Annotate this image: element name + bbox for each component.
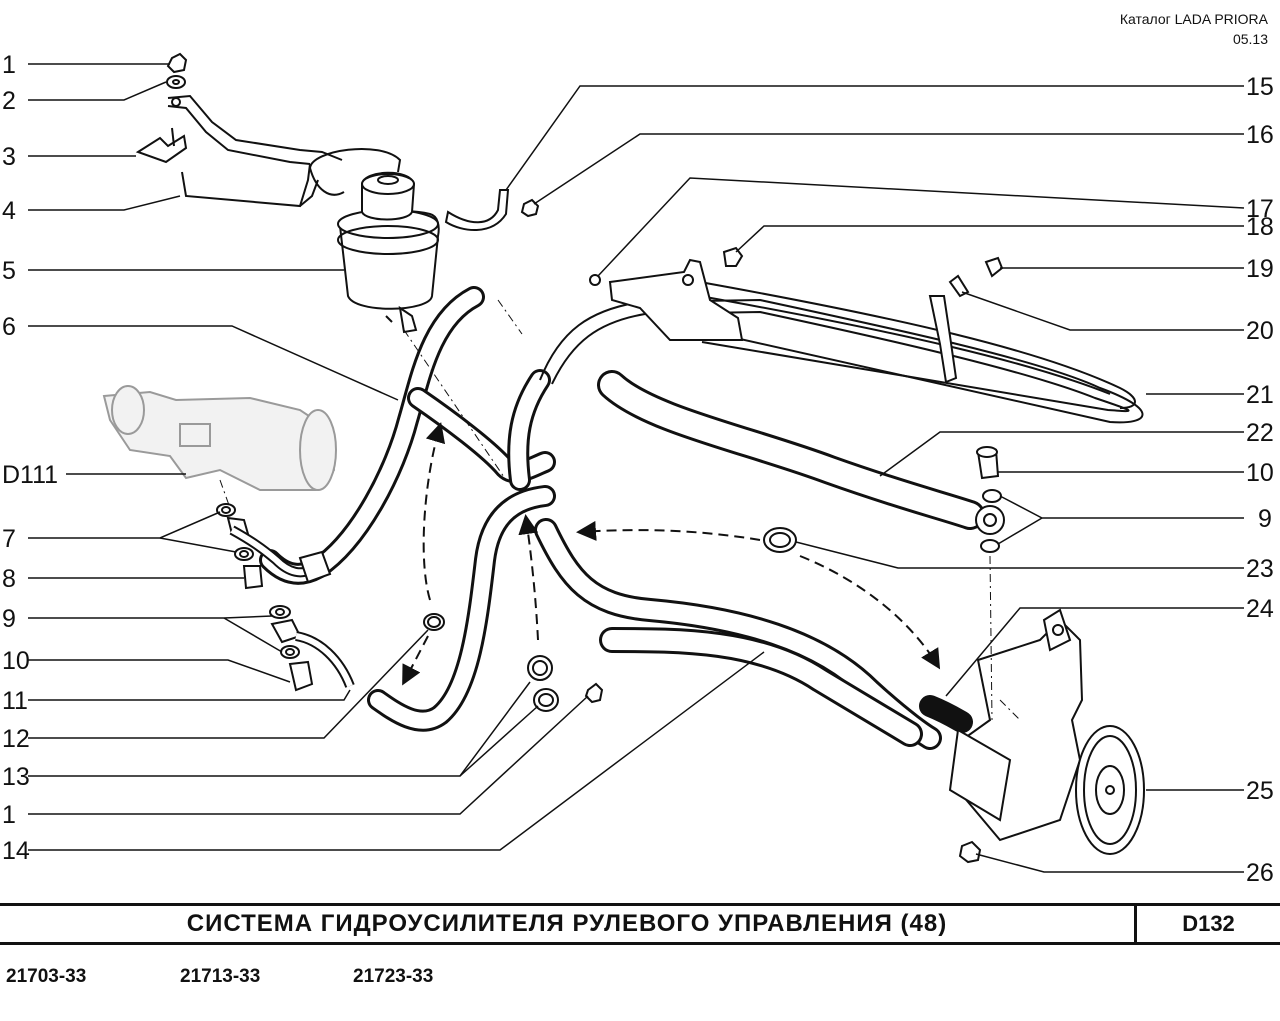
callout-11: 11	[2, 687, 28, 715]
model-code: 21723-33	[353, 966, 434, 987]
callout-6: 6	[2, 313, 16, 341]
small-parts-top-left	[135, 52, 188, 164]
page-title: СИСТЕМА ГИДРОУСИЛИТЕЛЯ РУЛЕВОГО УПРАВЛЕН…	[186, 910, 948, 937]
bracket-4	[167, 94, 402, 208]
callout-18: 18	[1246, 213, 1274, 241]
dashed-arrows	[402, 422, 941, 686]
clamps-middle	[423, 527, 797, 712]
callout-5: 5	[2, 257, 16, 285]
callout-9-right: 9	[1258, 505, 1272, 533]
steering-gear-d111	[102, 385, 337, 491]
callouts-left: 1 2 3 4 5 6 D111 7 8 9 10 11 12 13 1 14	[2, 51, 58, 865]
model-code: 21703-33	[6, 966, 87, 987]
callout-15: 15	[1246, 73, 1274, 101]
callout-8: 8	[2, 565, 16, 593]
callout-24: 24	[1246, 595, 1274, 623]
catalog-date: 05.13	[1232, 31, 1268, 47]
callout-16: 16	[1246, 121, 1274, 149]
callout-12: 12	[2, 725, 30, 753]
model-code: 21713-33	[180, 966, 261, 987]
clamp-15	[444, 189, 540, 232]
catalog-label: Каталог LADA PRIORA	[1119, 11, 1268, 27]
callout-13: 13	[2, 763, 30, 791]
callout-2: 2	[2, 87, 16, 115]
callout-14: 14	[2, 837, 30, 865]
model-list: 21703-33 21713-33 21723-33	[0, 966, 1280, 996]
callout-d111: D111	[2, 461, 58, 489]
fasteners-right	[589, 246, 1004, 384]
dashed-lines	[219, 299, 1021, 721]
pump-25	[948, 608, 1145, 855]
callout-22: 22	[1246, 419, 1274, 447]
callout-20: 20	[1246, 317, 1274, 345]
callouts-right: 15 16 17 18 19 20 21 22 10 9 23 24 25 26	[1246, 73, 1274, 887]
hoses	[259, 286, 985, 750]
leader-lines	[28, 63, 1245, 873]
page-code: D132	[1134, 906, 1280, 942]
callout-10-right: 10	[1246, 459, 1274, 487]
reservoir-5	[337, 171, 440, 334]
callout-26: 26	[1246, 859, 1274, 887]
fittings-right	[975, 446, 1005, 553]
cooler-bracket	[608, 258, 744, 341]
callout-17: 17	[1246, 195, 1274, 223]
callout-7: 7	[2, 525, 16, 553]
fittings-left	[216, 503, 355, 692]
nut-26	[958, 840, 982, 864]
callout-1: 1	[2, 51, 16, 79]
callout-25: 25	[1246, 777, 1274, 805]
callout-10-left: 10	[2, 647, 30, 675]
callout-21: 21	[1246, 381, 1274, 409]
callout-23: 23	[1246, 555, 1274, 583]
title-band: СИСТЕМА ГИДРОУСИЛИТЕЛЯ РУЛЕВОГО УПРАВЛЕН…	[0, 903, 1280, 945]
callout-3: 3	[2, 143, 16, 171]
callout-4: 4	[2, 197, 16, 225]
callout-9-left: 9	[2, 605, 16, 633]
callout-19: 19	[1246, 255, 1274, 283]
callout-1-lower: 1	[2, 801, 16, 829]
